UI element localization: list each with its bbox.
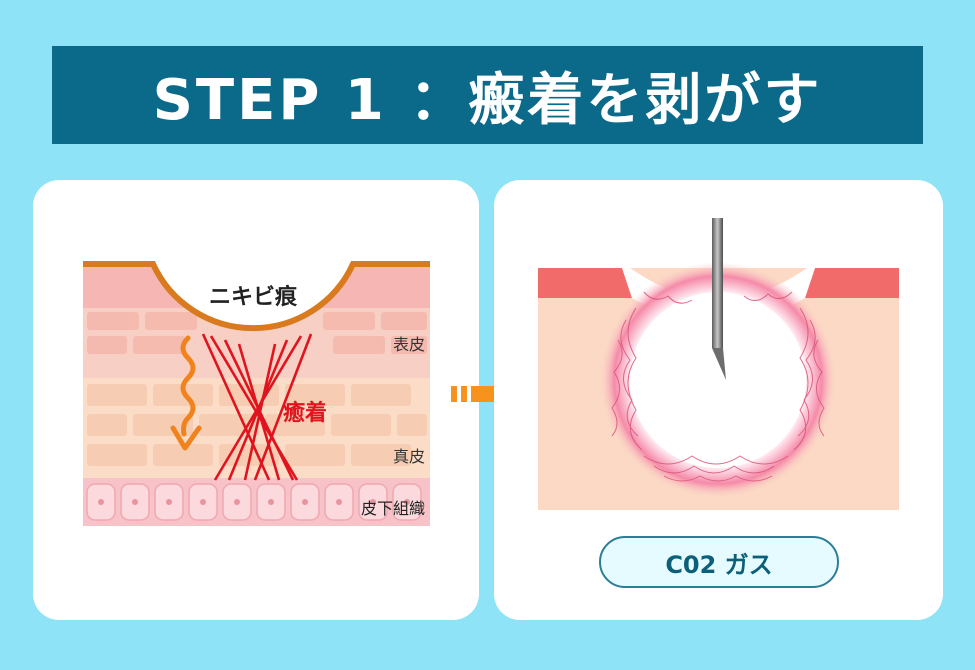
wavy-arrow-icon bbox=[170, 335, 202, 451]
gas-injection-illustration bbox=[538, 218, 899, 510]
page-title: STEP 1 ：瘢着を剥がす bbox=[52, 46, 923, 144]
dermis-label: 真皮 bbox=[393, 447, 425, 466]
broken-fibers bbox=[611, 291, 825, 482]
skin-cross-section: ニキビ痕 癒着 表皮 真皮 皮下組織 bbox=[83, 261, 430, 526]
subcutis-label: 皮下組織 bbox=[361, 499, 425, 518]
needle-icon bbox=[712, 218, 726, 380]
skin-top-left bbox=[538, 268, 632, 298]
adhesion-fibers bbox=[201, 333, 313, 481]
skin-layers bbox=[83, 262, 430, 526]
skin-top-right bbox=[805, 268, 899, 298]
co2-gas-card: C02 ガス bbox=[494, 180, 943, 620]
adhesion-label: 癒着 bbox=[283, 400, 327, 426]
scar-label: ニキビ痕 bbox=[209, 284, 298, 310]
adhesion-diagram-card: ニキビ痕 癒着 表皮 真皮 皮下組織 bbox=[33, 180, 479, 620]
co2-gas-label: C02 ガス bbox=[599, 536, 839, 588]
scar-outline bbox=[83, 261, 430, 332]
epidermis-label: 表皮 bbox=[393, 335, 425, 354]
